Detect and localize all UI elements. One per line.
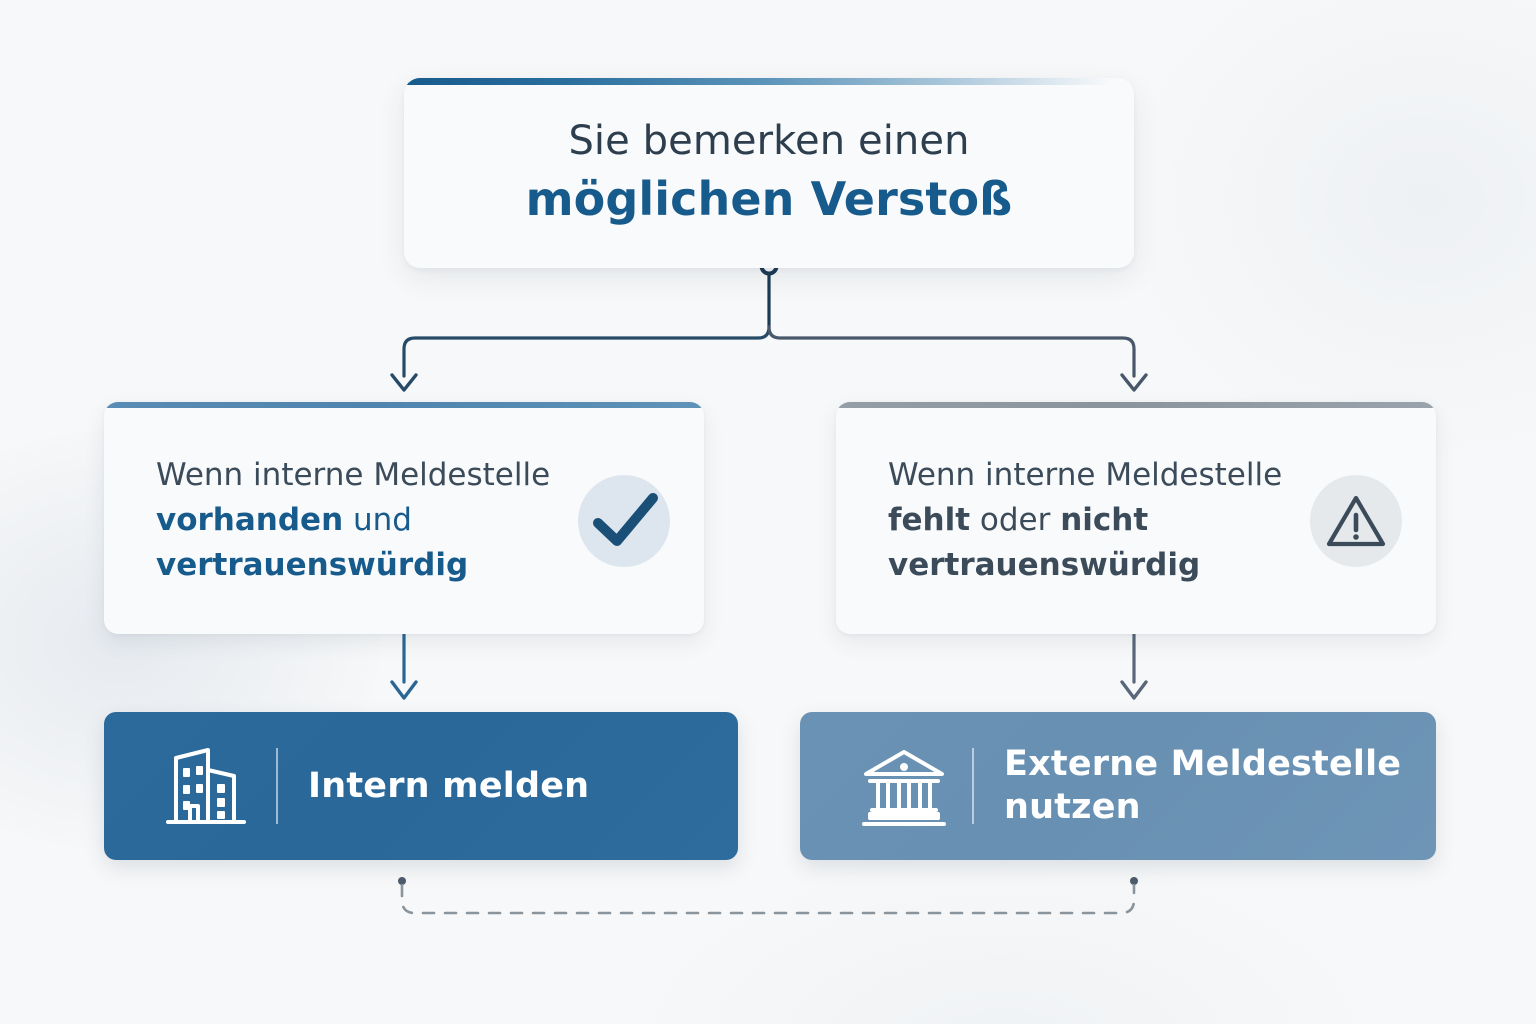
condition-internal-bold-vertrauenswuerdig: vertrauenswürdig (156, 546, 469, 583)
status-badge-warning (1310, 475, 1402, 567)
condition-internal-lead: Wenn interne Meldestelle (156, 457, 551, 494)
condition-internal-emphasis-line-2: vertrauenswürdig (156, 545, 572, 586)
dashed-link-path (400, 883, 1136, 915)
action-button-divider-internal (276, 748, 278, 824)
trigger-card-line-1: Sie bemerken einen (568, 117, 970, 164)
connector-arrow-left (390, 373, 418, 392)
condition-card-external-body: Wenn interne Meldestelle fehlt oder nich… (836, 408, 1436, 634)
condition-internal-bold-vorhanden: vorhanden (156, 501, 344, 538)
dashed-link-dot-right (1130, 877, 1138, 885)
condition-card-external: Wenn interne Meldestelle fehlt oder nich… (836, 402, 1436, 634)
status-badge-positive (578, 475, 670, 567)
connector-right-down-arrow (1120, 680, 1148, 700)
trigger-card-line-2: möglichen Verstoß (525, 172, 1013, 227)
dashed-link-dot-left (398, 877, 406, 885)
check-icon (593, 493, 658, 546)
condition-internal-emphasis-line-1: vorhanden und (156, 500, 572, 541)
condition-card-external-accent-bar (836, 402, 1436, 408)
background-wash-right (1116, 0, 1536, 460)
condition-external-bold-nicht: nicht (1060, 501, 1149, 538)
trigger-card-body: Sie bemerken einen möglichen Verstoß (404, 85, 1134, 268)
condition-card-external-text: Wenn interne Meldestelle fehlt oder nich… (888, 456, 1304, 585)
action-button-report-internally[interactable]: Intern melden (104, 712, 738, 860)
trigger-card-accent-bar (404, 78, 1134, 85)
office-building-icon-wrap (160, 738, 256, 834)
classical-bank-icon-wrap (856, 738, 952, 834)
connector-left-down-arrow (390, 680, 418, 700)
condition-external-emphasis-line-2: vertrauenswürdig (888, 545, 1304, 586)
condition-card-internal-body: Wenn interne Meldestelle vorhanden und v… (104, 408, 704, 634)
condition-card-internal-text: Wenn interne Meldestelle vorhanden und v… (156, 456, 572, 585)
condition-card-internal: Wenn interne Meldestelle vorhanden und v… (104, 402, 704, 634)
action-button-external-label-line-2: nutzen (1004, 787, 1141, 827)
trigger-card: Sie bemerken einen möglichen Verstoß (404, 78, 1134, 268)
condition-card-internal-accent-bar (104, 402, 704, 408)
condition-external-plain-oder: oder (970, 501, 1061, 538)
connector-arm-left (402, 325, 771, 378)
condition-external-emphasis-line-1: fehlt oder nicht (888, 500, 1304, 541)
background-wash-bottom (614, 844, 1395, 1024)
action-button-divider-external (972, 748, 974, 824)
connector-arrow-right (1120, 373, 1148, 392)
action-button-internal-label: Intern melden (308, 765, 590, 806)
condition-external-bold-fehlt: fehlt (888, 501, 971, 538)
condition-external-lead: Wenn interne Meldestelle (888, 457, 1283, 494)
warning-triangle-icon (1326, 495, 1386, 547)
condition-internal-plain-und: und (343, 501, 412, 538)
action-button-external-label-line-1: Externe Meldestelle (1004, 744, 1402, 785)
classical-bank-icon (862, 750, 946, 826)
office-building-icon (166, 748, 246, 824)
condition-external-bold-vertrauenswuerdig: vertrauenswürdig (888, 546, 1201, 583)
connector-arm-right (767, 325, 1136, 378)
